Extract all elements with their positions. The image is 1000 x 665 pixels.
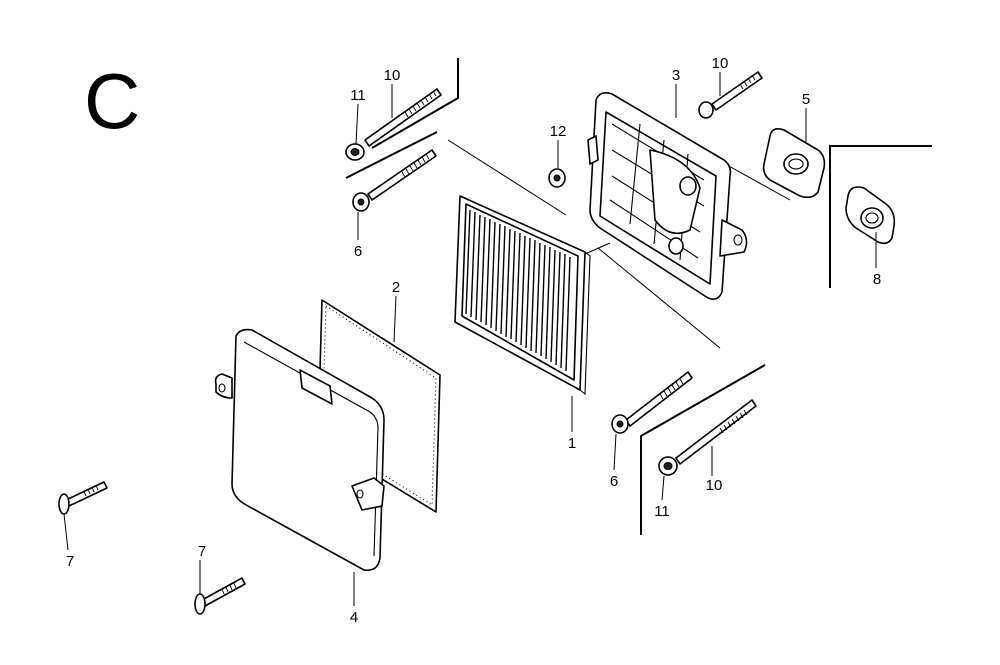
callout-6-bottom: 6	[610, 473, 618, 490]
callout-10-top: 10	[384, 67, 401, 84]
section-letter: C	[84, 57, 140, 145]
callout-9: 10	[712, 55, 729, 72]
callout-6-top: 6	[354, 243, 362, 260]
callout-2: 2	[392, 279, 400, 296]
callout-5: 5	[802, 91, 810, 108]
flange-bolt-lower	[611, 371, 693, 434]
callout-10-bottom: 10	[706, 477, 723, 494]
long-bolt-upper	[364, 88, 442, 147]
screw-7-bottom	[194, 577, 246, 615]
assembly-line-upper	[447, 139, 567, 216]
callout-8: 8	[873, 271, 881, 288]
callout-1: 1	[568, 435, 576, 452]
callout-7-left: 7	[66, 553, 74, 570]
callout-4: 4	[350, 609, 358, 626]
callout-labels: 10 11 6 12 3 10 5 8 2 1 6 10 11 4 7 7	[66, 55, 881, 626]
screw-7-left	[58, 481, 108, 515]
air-cleaner-case	[587, 92, 748, 300]
air-filter-element	[454, 195, 591, 396]
bracket-line-top-left-2	[345, 131, 438, 179]
callout-3: 3	[672, 67, 680, 84]
bracket-line-bottom-right	[640, 364, 766, 535]
gasket-5	[762, 128, 826, 199]
nut-12	[548, 168, 566, 188]
flange-nut-upper	[345, 143, 365, 161]
long-bolt-lower	[675, 399, 757, 465]
callout-11-top: 11	[350, 87, 366, 104]
bracket-line-top-left	[371, 58, 459, 149]
stud-bolt-9	[698, 71, 763, 119]
callout-7-bottom: 7	[198, 543, 206, 560]
assembly-line-lower	[597, 247, 721, 349]
gasket-8	[845, 186, 896, 245]
assembly-line-lower-tick	[584, 242, 611, 255]
callout-12: 12	[550, 123, 567, 140]
air-cleaner-cover	[214, 328, 385, 572]
group-bracket-lines	[345, 58, 932, 535]
flange-bolt-upper	[352, 149, 437, 212]
flange-nut-lower	[658, 456, 678, 476]
callout-11-bottom: 11	[654, 503, 670, 520]
bracket-line-right	[829, 145, 932, 288]
leader-lines	[63, 72, 877, 606]
